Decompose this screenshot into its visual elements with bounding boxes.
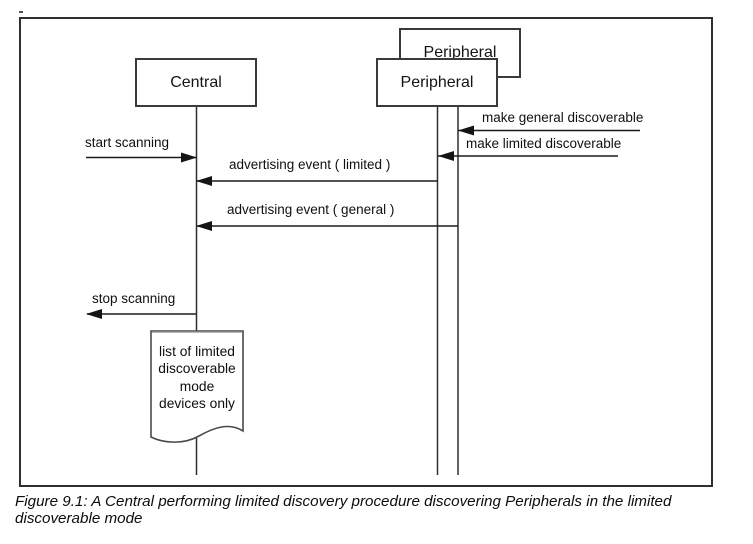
message-label-stop-scanning: stop scanning (92, 291, 176, 306)
diagram-frame (19, 17, 713, 487)
message-label-advertising-event-limited: advertising event ( limited ) (229, 157, 391, 172)
arrow-adv-limited-head (196, 176, 212, 186)
figure-caption-line2: discoverable mode (15, 509, 143, 527)
note-line: devices only (159, 395, 235, 411)
arrow-make-general-head (458, 125, 474, 136)
arrow-adv-general-head (196, 221, 212, 231)
actor-peripheral-front: Peripheral (376, 58, 498, 107)
message-label-make-limited-discoverable: make limited discoverable (466, 136, 622, 151)
actor-peripheral-back-label: Peripheral (423, 44, 497, 61)
message-label-start-scanning: start scanning (85, 135, 170, 150)
figure-caption-line1: Figure 9.1: A Central performing limited… (15, 493, 672, 510)
message-label-advertising-event-general: advertising event ( general ) (227, 202, 395, 217)
figure-caption: Figure 9.1: A Central performing limited… (15, 493, 735, 528)
arrow-start-scanning-head (181, 152, 197, 163)
note-document-text: list of limited discoverable mode device… (151, 343, 243, 412)
note-document-shape (150, 330, 244, 443)
message-label-make-general-discoverable: make general discoverable (482, 110, 644, 125)
note-line: mode (179, 378, 215, 394)
actor-peripheral-front-label: Peripheral (400, 73, 474, 91)
note-line: discoverable (158, 361, 236, 377)
arrow-stop-scanning-head (86, 309, 102, 319)
note-line: list of limited (159, 344, 235, 359)
actor-central-label: Central (170, 73, 222, 91)
actor-central: Central (135, 58, 257, 107)
arrow-make-limited-head (438, 151, 454, 161)
stray-mark (19, 11, 23, 13)
